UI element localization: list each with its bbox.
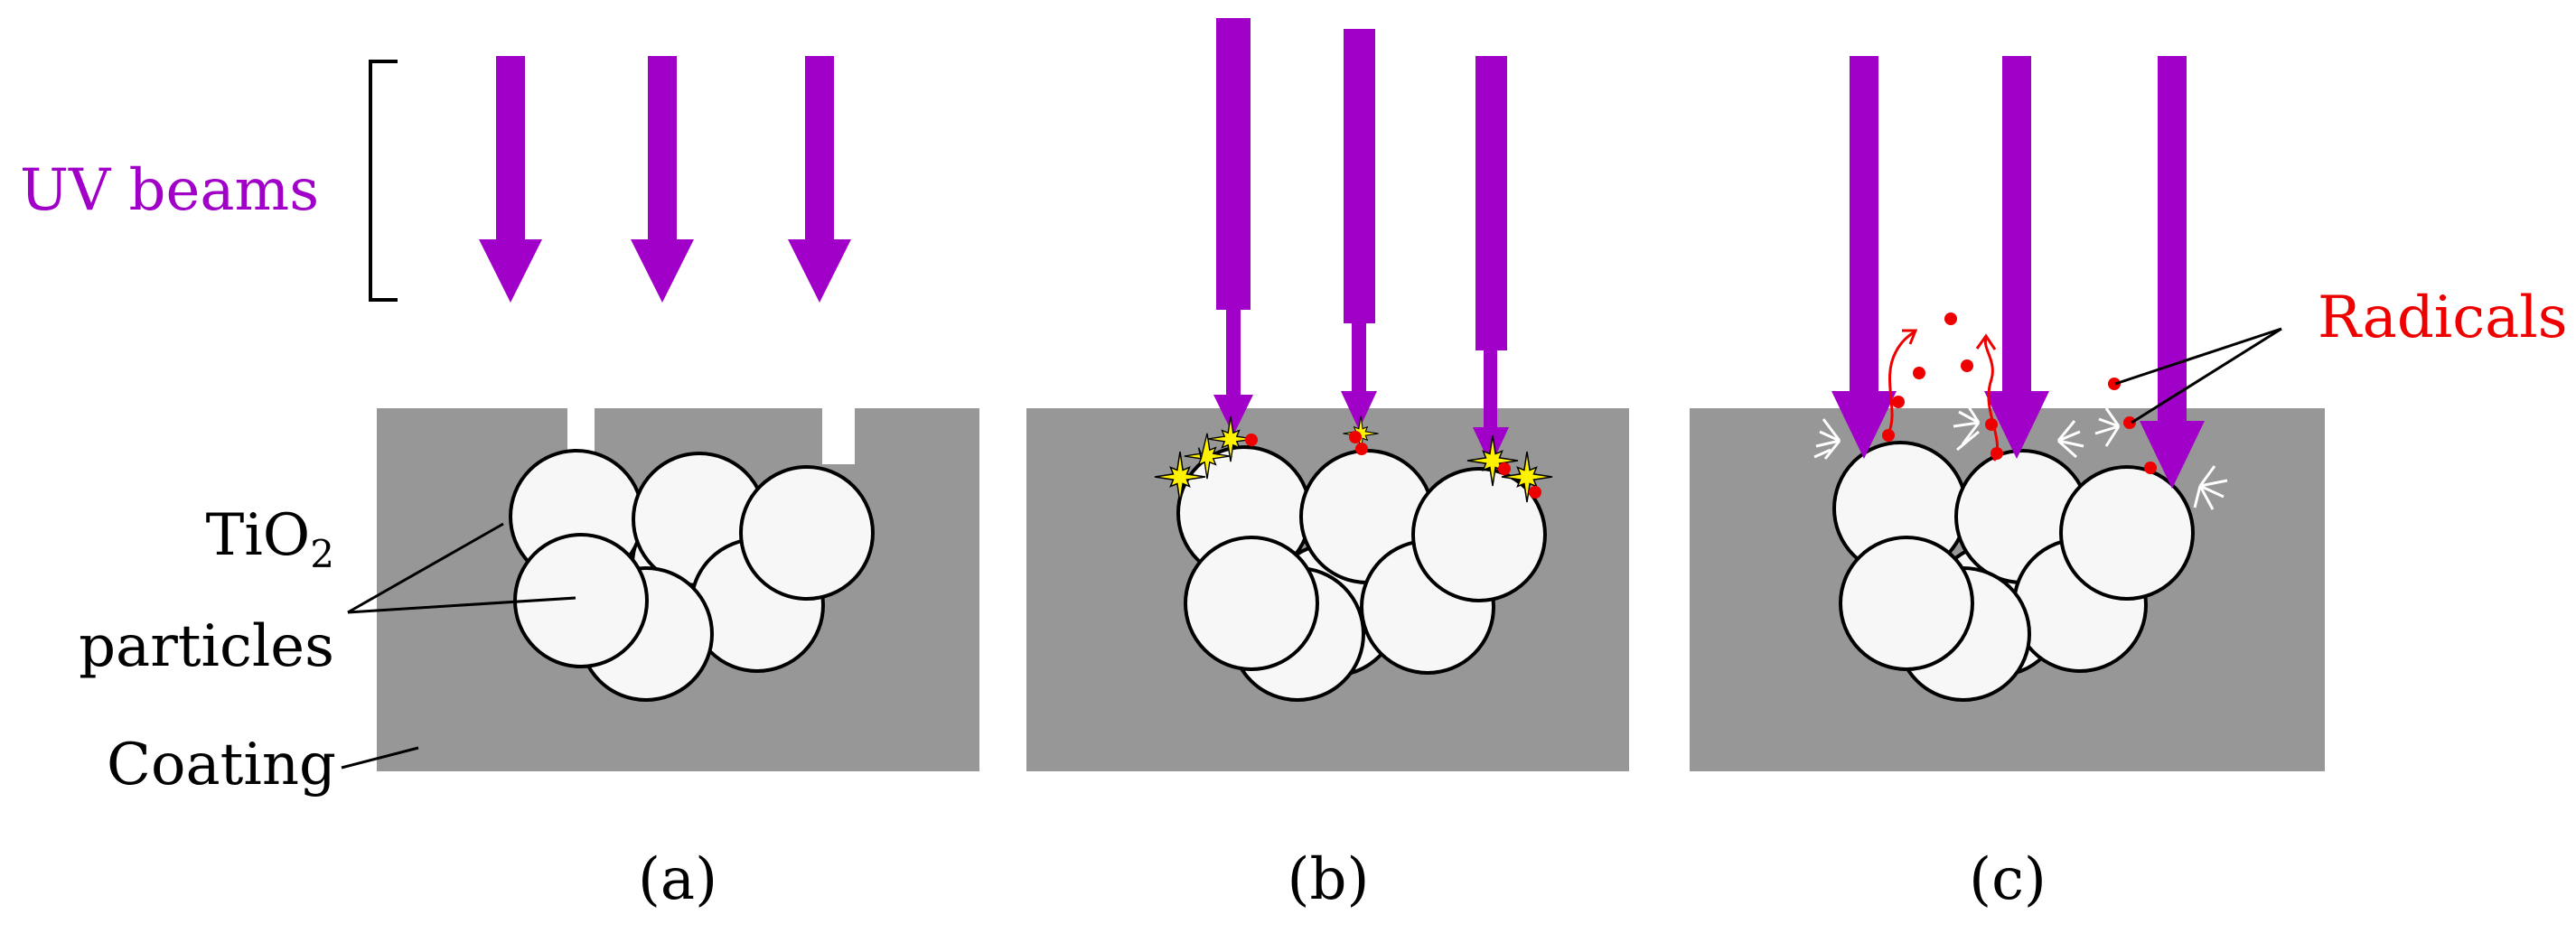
uv-arrow <box>1473 56 1509 466</box>
radical-dot <box>1985 418 1998 431</box>
tio2-particle <box>739 465 875 601</box>
tio2-cluster <box>1832 441 2195 702</box>
radical-dot <box>1245 434 1258 446</box>
radical-dot <box>1892 396 1905 408</box>
tio2-particle <box>2059 465 2195 601</box>
radicals-leader-lines <box>2114 327 2282 425</box>
radical-dot <box>1991 447 2003 460</box>
particles-label: particles <box>79 613 334 680</box>
radical-dot <box>2144 462 2157 474</box>
uv-arrow <box>631 56 694 303</box>
radicals-panel-c <box>1882 313 2157 474</box>
leader-line-radicals <box>2131 327 2282 425</box>
radical-dot <box>1882 429 1895 442</box>
uv-arrow <box>1341 29 1377 430</box>
crack-mark <box>1813 418 1841 460</box>
spark-flash <box>1207 415 1254 462</box>
radical-dot <box>1961 359 1973 372</box>
tio2-particle <box>1411 467 1547 602</box>
radical-dot <box>1529 486 1541 499</box>
crack-mark <box>2094 407 2121 447</box>
leader-line-radicals <box>2114 327 2282 386</box>
tio2-label-base: TiO <box>206 502 311 569</box>
crack-marks <box>1813 402 2228 510</box>
leader-line-coating <box>341 746 419 770</box>
spark-flash <box>1343 415 1379 452</box>
spark-flash <box>1501 451 1553 503</box>
radical-path-arrow <box>1887 331 1915 434</box>
panel-b <box>1026 18 1629 771</box>
spark-flashes <box>1154 415 1553 503</box>
panel-caption-a: (a) <box>638 846 717 913</box>
uv-beams-panel-b <box>1213 18 1509 466</box>
radicals-label: Radicals <box>2318 285 2568 351</box>
radical-path-arrow <box>1983 338 2000 462</box>
leader-line-tio2-upper <box>347 522 504 614</box>
radical-dot <box>1355 443 1368 455</box>
uv-arrow <box>788 56 851 303</box>
crack-mark <box>1953 402 1981 452</box>
tio2-label: TiO2 <box>206 502 334 576</box>
radical-dot <box>1944 313 1957 325</box>
panel-caption-b: (b) <box>1288 846 1370 913</box>
uv-arrow <box>1984 56 2049 459</box>
uv-arrow <box>1831 56 1897 459</box>
uv-beams-panel-c <box>1831 56 2205 489</box>
radical-dot <box>1349 431 1362 443</box>
tio2-particle <box>1839 536 1974 671</box>
coating-pore <box>567 408 595 453</box>
panel-a <box>341 56 979 771</box>
spark-flash <box>1184 433 1231 480</box>
radical-arrowhead <box>1975 333 1997 350</box>
crack-mark <box>2056 420 2084 459</box>
uv-beams-bracket <box>369 60 398 302</box>
spark-flash <box>1154 451 1206 503</box>
uv-beams-label: UV beams <box>20 157 319 224</box>
radical-arrowhead <box>1902 329 1918 345</box>
panel-caption-c: (c) <box>1969 846 2047 913</box>
tio2-label-subscript: 2 <box>310 532 334 576</box>
tio2-cluster <box>509 449 875 702</box>
tio2-cluster <box>1176 445 1547 702</box>
uv-arrow <box>1213 18 1253 435</box>
uv-beams-panel-a <box>479 56 851 303</box>
spark-flash <box>1466 434 1519 487</box>
radical-dot <box>2123 416 2136 429</box>
leader-lines <box>341 522 576 770</box>
coating-pore <box>822 408 855 464</box>
radicals-panel-b <box>1245 431 1541 499</box>
radical-dot <box>2108 378 2121 390</box>
radical-dot <box>1498 462 1511 475</box>
radical-dot <box>1913 367 1925 379</box>
leader-line-tio2-lower <box>347 596 576 614</box>
radical-paths <box>1887 329 2000 462</box>
uv-arrow <box>2140 56 2205 489</box>
uv-arrow <box>479 56 542 303</box>
tio2-particle <box>1184 536 1319 671</box>
panel-c <box>1690 56 2325 771</box>
crack-mark <box>2193 465 2228 510</box>
coating-label: Coating <box>107 732 336 798</box>
